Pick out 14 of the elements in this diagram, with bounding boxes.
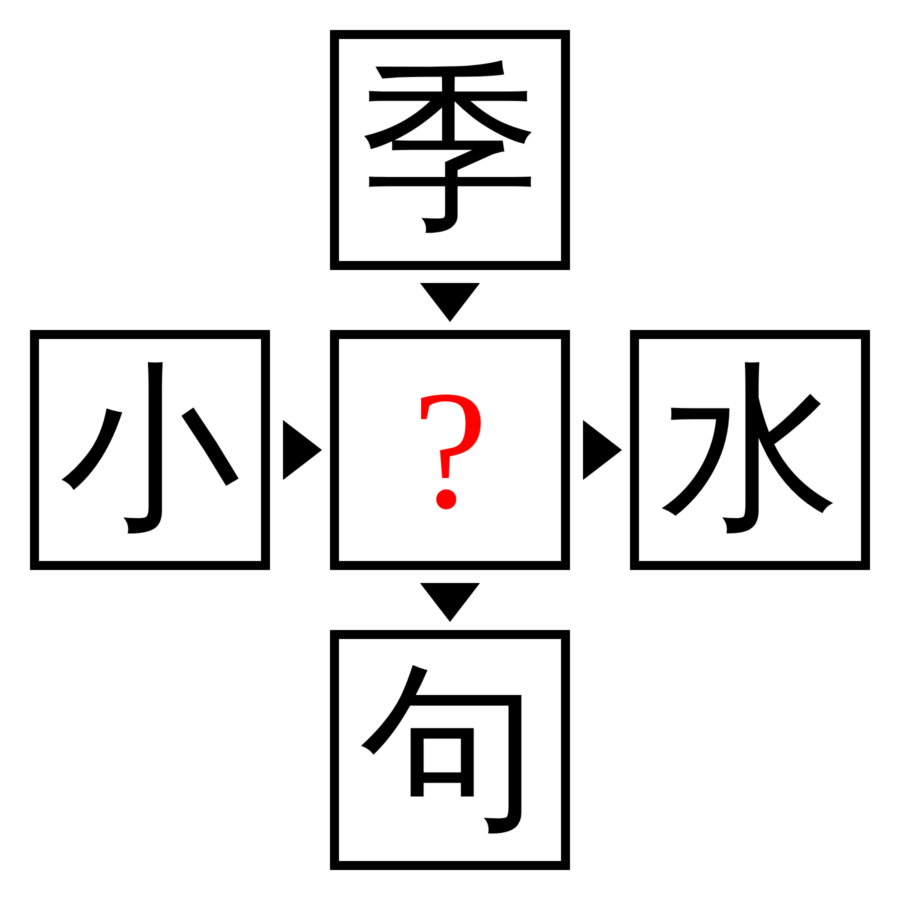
arrow	[420, 583, 480, 622]
character-text: 季	[360, 60, 540, 240]
character-box	[330, 330, 570, 570]
arrow	[283, 420, 322, 480]
character-box	[30, 330, 270, 570]
character-box	[330, 30, 570, 270]
arrow	[583, 420, 622, 480]
character-box	[330, 630, 570, 870]
character-text: 句	[360, 660, 540, 840]
character-text: 水	[660, 360, 840, 540]
question-mark: ?	[412, 365, 488, 535]
character-text: 小	[60, 360, 240, 540]
character-box	[630, 330, 870, 570]
arrow	[420, 283, 480, 322]
